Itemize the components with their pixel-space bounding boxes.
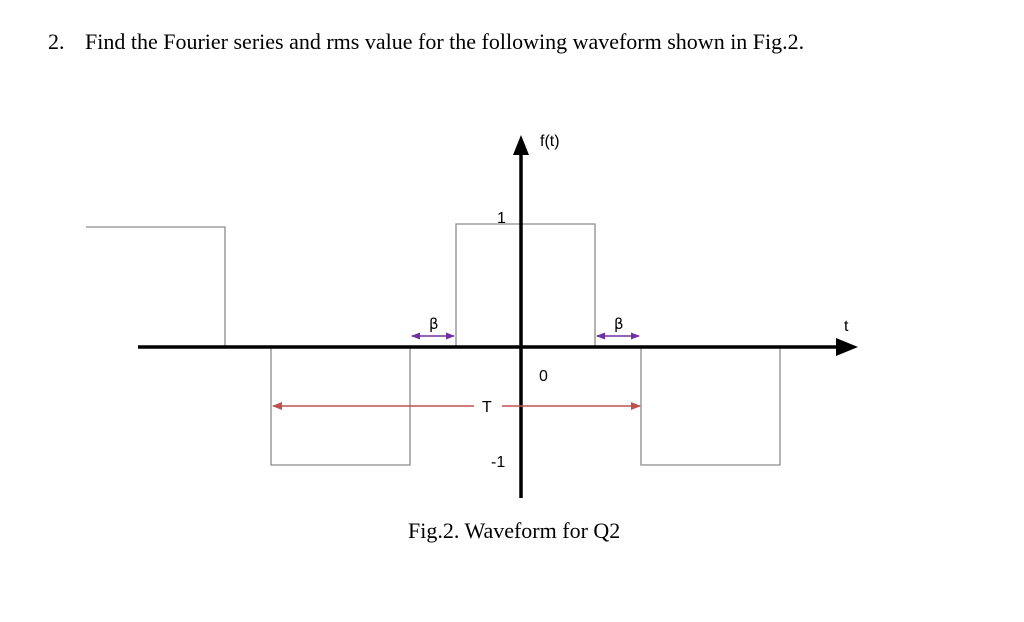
question-text: Find the Fourier series and rms value fo…: [85, 29, 805, 54]
waveform-right-low-pulse: [640, 347, 781, 466]
beta-right-label: β: [614, 315, 624, 333]
low-level-label: -1: [491, 454, 505, 471]
question: 2. Find the Fourier series and rms value …: [48, 28, 804, 56]
period-label: T: [482, 399, 492, 416]
figure-caption: Fig.2. Waveform for Q2: [408, 518, 621, 543]
y-axis-label: f(t): [540, 133, 560, 150]
t-axis-arrowhead: [836, 338, 858, 356]
f-axis-arrowhead: [513, 135, 529, 155]
waveform-center-high-pulse: [455, 223, 596, 347]
origin-label: 0: [539, 368, 548, 385]
beta-left-label: β: [429, 315, 439, 333]
waveform-left-high-segment: [86, 226, 226, 347]
question-number: 2.: [48, 29, 65, 54]
x-axis-label: t: [844, 318, 849, 335]
high-level-label: 1: [497, 210, 506, 227]
